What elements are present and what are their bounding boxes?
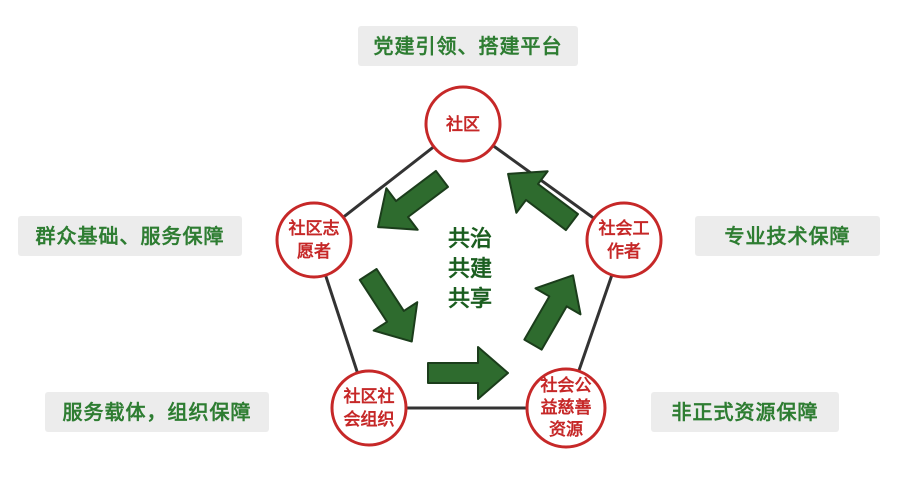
center-slogan: 共治 共建 共享 [448, 226, 492, 312]
node-charity-line-3: 资源 [549, 419, 583, 440]
arrow-charity-to-social-worker-icon [523, 274, 582, 351]
node-social-worker-line-2: 作者 [607, 241, 641, 262]
node-charity-line-1: 社会公 [540, 375, 592, 396]
arrow-volunteer-to-organization-icon [358, 268, 419, 343]
arrows [358, 169, 582, 400]
label-right-upper: 专业技术保障 [695, 216, 880, 256]
node-community: 社区 [424, 85, 502, 163]
node-organization-line-1: 社区社 [343, 386, 395, 407]
arrow-community-to-volunteer-icon [377, 169, 449, 231]
node-charity-resources: 社会公 益慈善 资源 [525, 367, 607, 449]
node-charity-line-2: 益慈善 [541, 397, 592, 418]
node-volunteer-line-1: 社区志 [288, 218, 340, 239]
label-left-upper: 群众基础、服务保障 [18, 216, 242, 256]
center-line-2: 共建 [448, 257, 492, 282]
arrow-social-worker-to-community-icon [507, 170, 579, 232]
node-organization-line-2: 会组织 [344, 409, 395, 430]
label-right-lower: 非正式资源保障 [651, 392, 839, 432]
node-community-line-1: 社区 [445, 114, 480, 135]
label-top: 党建引领、搭建平台 [358, 26, 578, 66]
center-line-3: 共享 [448, 286, 492, 312]
node-social-worker: 社会工 作者 [585, 201, 663, 279]
center-line-1: 共治 [448, 226, 492, 252]
node-social-organization: 社区社 会组织 [330, 369, 408, 447]
arrow-organization-to-charity-icon [427, 346, 509, 400]
node-volunteer: 社区志 愿者 [275, 201, 353, 279]
label-left-lower: 服务载体，组织保障 [45, 392, 269, 432]
node-social-worker-line-1: 社会工 [598, 218, 650, 239]
node-volunteer-line-2: 愿者 [297, 241, 331, 262]
